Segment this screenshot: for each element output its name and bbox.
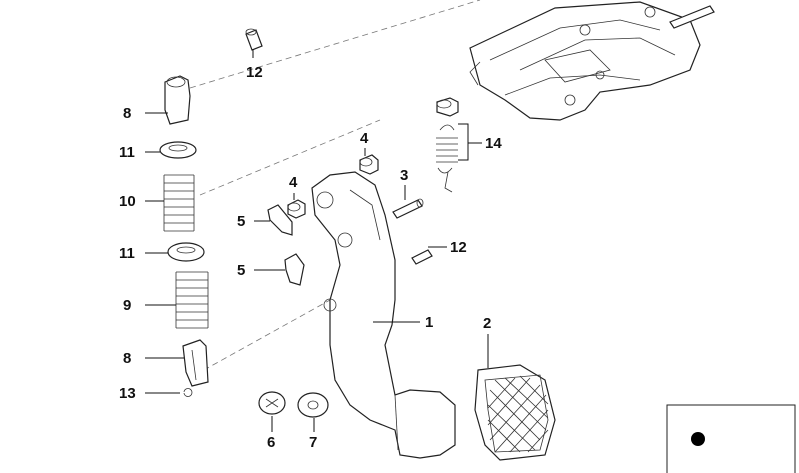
callout-5-lower: 5 — [237, 262, 245, 279]
callout-4-lower: 4 — [289, 174, 298, 191]
callout-7: 7 — [309, 434, 317, 451]
pedal-pad — [474, 364, 556, 461]
callout-4-upper: 4 — [360, 130, 369, 147]
spring-seat-upper — [164, 75, 191, 125]
leader-lines — [145, 49, 489, 432]
pin-right — [411, 249, 433, 265]
indicator-box — [666, 404, 796, 473]
callout-5-upper: 5 — [237, 213, 245, 230]
washer-upper — [159, 141, 197, 159]
callout-1: 1 — [425, 314, 433, 331]
callout-8-upper: 8 — [123, 105, 131, 122]
clip-upper — [267, 204, 293, 236]
callout-3: 3 — [400, 167, 408, 184]
spring-lower — [175, 271, 209, 329]
callout-6: 6 — [267, 434, 275, 451]
callout-11-upper: 11 — [119, 144, 135, 161]
dot-icon — [691, 432, 705, 446]
spring-seat-lower — [182, 339, 209, 387]
return-spring — [436, 97, 459, 193]
callout-10: 10 — [119, 193, 136, 210]
circlip — [183, 388, 193, 397]
callout-11-lower: 11 — [119, 245, 135, 262]
assembly-axis-lines — [189, 0, 481, 376]
callout-13: 13 — [119, 385, 136, 402]
washer — [297, 392, 329, 418]
bushing-upper — [359, 154, 379, 175]
callout-12-right: 12 — [450, 239, 467, 256]
pin-top — [245, 28, 263, 51]
screw — [258, 391, 286, 415]
callout-9: 9 — [123, 297, 131, 314]
callout-14: 14 — [485, 135, 502, 152]
callout-12-top: 12 — [246, 64, 263, 81]
clip-lower — [284, 253, 305, 286]
pedal-bracket — [469, 1, 715, 121]
bushing-lower — [287, 199, 306, 219]
washer-lower — [167, 242, 205, 262]
callout-8-lower: 8 — [123, 350, 131, 367]
pedal-arm — [311, 171, 456, 459]
callout-2: 2 — [483, 315, 491, 332]
spring-upper — [163, 174, 195, 232]
pivot-pin — [392, 198, 424, 219]
